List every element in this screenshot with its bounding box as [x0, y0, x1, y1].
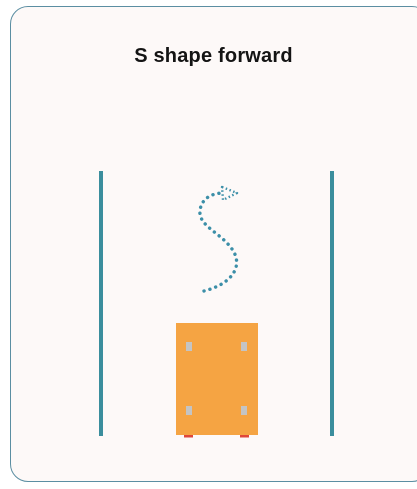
rear-marker-right	[240, 435, 249, 438]
s-curve-path	[200, 193, 237, 291]
robot-cart-icon	[176, 323, 258, 438]
arrowhead-icon	[222, 187, 237, 200]
wheel-front-right	[241, 342, 247, 351]
rear-marker-left	[184, 435, 193, 438]
wheel-rear-right	[241, 406, 247, 415]
robot-body	[176, 323, 258, 435]
s-curve-arrow-icon	[200, 187, 237, 291]
wheel-front-left	[186, 342, 192, 351]
wheel-rear-left	[186, 406, 192, 415]
